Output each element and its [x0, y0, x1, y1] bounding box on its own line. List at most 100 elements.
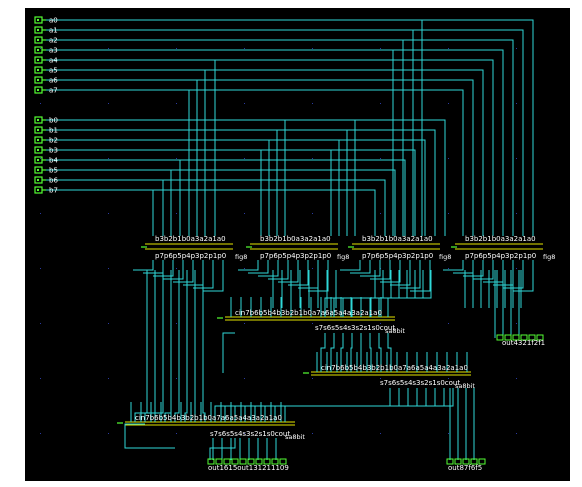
wire-56 [380, 260, 401, 283]
sa8bit-3-label: sa8bit [285, 433, 305, 441]
fig8-1-bottom-pins: p7p6p5p4p3p2p1p0 [155, 252, 226, 260]
grid-dot [448, 103, 449, 104]
grid-dot [176, 213, 177, 214]
input-a-pin-label-5: a5 [49, 67, 58, 75]
wire-36 [133, 260, 154, 271]
grid-dot [448, 213, 449, 214]
fig8-block-2[interactable]: b3b2b1b0a3a2a1a0 p7p6p5p4p3p2p1p0 fig8 [260, 235, 349, 261]
grid-dot [176, 268, 177, 269]
grid-dot [176, 103, 177, 104]
grid-dot [312, 103, 313, 104]
wire-66 [503, 260, 524, 289]
input-b-pin-label-4: b4 [49, 157, 58, 165]
fig8-block-3[interactable]: b3b2b1b0a3a2a1a0 p7p6p5p4p3p2p1p0 fig8 [362, 235, 451, 261]
grid-dot [516, 433, 517, 434]
input-a-pin-dot-7 [37, 89, 39, 91]
wire-55 [370, 260, 391, 280]
output-pin-top-right-4 [528, 334, 536, 341]
grid-dot [448, 323, 449, 324]
sa8bit-1-bottom-pins: s7s6s5s4s3s2s1s0cout [315, 324, 395, 332]
wire-62 [463, 260, 484, 277]
grid-dot [108, 323, 109, 324]
grid-dot [380, 323, 381, 324]
wire-42 [193, 260, 214, 289]
grid-dot [448, 378, 449, 379]
wire-120 [174, 270, 180, 422]
output-pin-bottom-right-2 [462, 458, 470, 465]
wire-45 [248, 260, 269, 274]
wire-161 [264, 388, 436, 422]
wire-48 [278, 260, 299, 283]
grid-dot [312, 213, 313, 214]
wire-123 [202, 270, 206, 422]
sa8bit-3-bottom-pins: s7s6s5s4s3s2s1s0cout [210, 430, 290, 438]
wire-6 [46, 79, 474, 236]
wire-20 [46, 159, 406, 236]
grid-dot [380, 378, 381, 379]
input-b-pin-dot-3 [37, 149, 39, 151]
grid-dot [312, 433, 313, 434]
grid-dot [448, 158, 449, 159]
sa8bit-block-1[interactable]: cin7b6b5b4b3b2b1b0a7a6a5a4a3a2a1a0 s7s6s… [235, 309, 405, 335]
wire-182 [124, 423, 175, 449]
sa8bit-block-2[interactable]: cin7b6b5b4b3b2b1b0a7a6a5a4a3a2a1a0 s7s6s… [321, 364, 475, 390]
input-a-pin-dot-0 [37, 19, 39, 21]
grid-dot [108, 433, 109, 434]
output-pin-bottom-left-3 [231, 458, 239, 465]
input-b-pin-label-3: b3 [49, 147, 58, 155]
output-label-top-right: out4321f2f1 [502, 339, 545, 347]
grid-dot [448, 48, 449, 49]
fig8-2-bus [250, 243, 338, 250]
wire-121 [184, 270, 188, 422]
wire-142 [330, 333, 335, 372]
input-b-pin-label-5: b5 [49, 167, 58, 175]
wire-152 [378, 333, 382, 372]
input-b-pin-dot-2 [37, 139, 39, 141]
fig8-2-label: fig8 [337, 253, 349, 261]
fig8-block-4[interactable]: b3b2b1b0a3a2a1a0 p7p6p5p4p3p2p1p0 fig8 [465, 235, 555, 261]
grid-dot [380, 48, 381, 49]
wire-16 [46, 119, 446, 236]
output-pin-bottom-right-3 [470, 458, 478, 465]
grid-dot [244, 378, 245, 379]
input-b-pin-dot-0 [37, 119, 39, 121]
fig8-4-bus [455, 243, 543, 250]
sa8bit-block-3[interactable]: cin7b6b5b4b3b2b1b0a7a6a5a4a3a2a1a0 s7s6s… [135, 414, 305, 441]
input-a-pin-label-7: a7 [49, 87, 58, 95]
fig8-1-top-pins: b3b2b1b0a3a2a1a0 [155, 235, 226, 243]
wire-117 [144, 270, 156, 422]
input-b-pin-label-2: b2 [49, 137, 58, 145]
output-pin-bottom-right-1 [454, 458, 462, 465]
grid-dot [40, 103, 41, 104]
wire-layer [46, 19, 544, 465]
wire-2 [46, 39, 514, 236]
output-pin-top-right-5 [536, 334, 544, 341]
fig8-block-1[interactable]: b3b2b1b0a3a2a1a0 p7p6p5p4p3p2p1p0 fig8 [155, 235, 247, 261]
sa8bit-2-label: sa8bit [455, 382, 475, 390]
wire-0 [46, 19, 534, 236]
sa8bit-1-label: sa8bit [385, 327, 405, 335]
grid-dot [312, 378, 313, 379]
grid-dot [40, 378, 41, 379]
wire-60 [443, 260, 464, 271]
wire-116 [134, 270, 148, 422]
wire-4 [46, 59, 494, 236]
wire-22 [46, 179, 386, 236]
input-a-pin-dot-1 [37, 29, 39, 31]
grid-dot [40, 213, 41, 214]
input-a-pin-label-0: a0 [49, 17, 58, 25]
wire-54 [360, 260, 381, 277]
input-b-pin-dot-7 [37, 189, 39, 191]
input-b-pin-label-1: b1 [49, 127, 58, 135]
grid-dot [516, 268, 517, 269]
grid-dot [380, 433, 381, 434]
fig8-3-top-pins: b3b2b1b0a3a2a1a0 [362, 235, 433, 243]
grid-dot [108, 268, 109, 269]
grid-dot [244, 158, 245, 159]
input-a-pin-label-4: a4 [49, 57, 58, 65]
input-a-pin-dot-5 [37, 69, 39, 71]
wire-162 [274, 388, 445, 422]
